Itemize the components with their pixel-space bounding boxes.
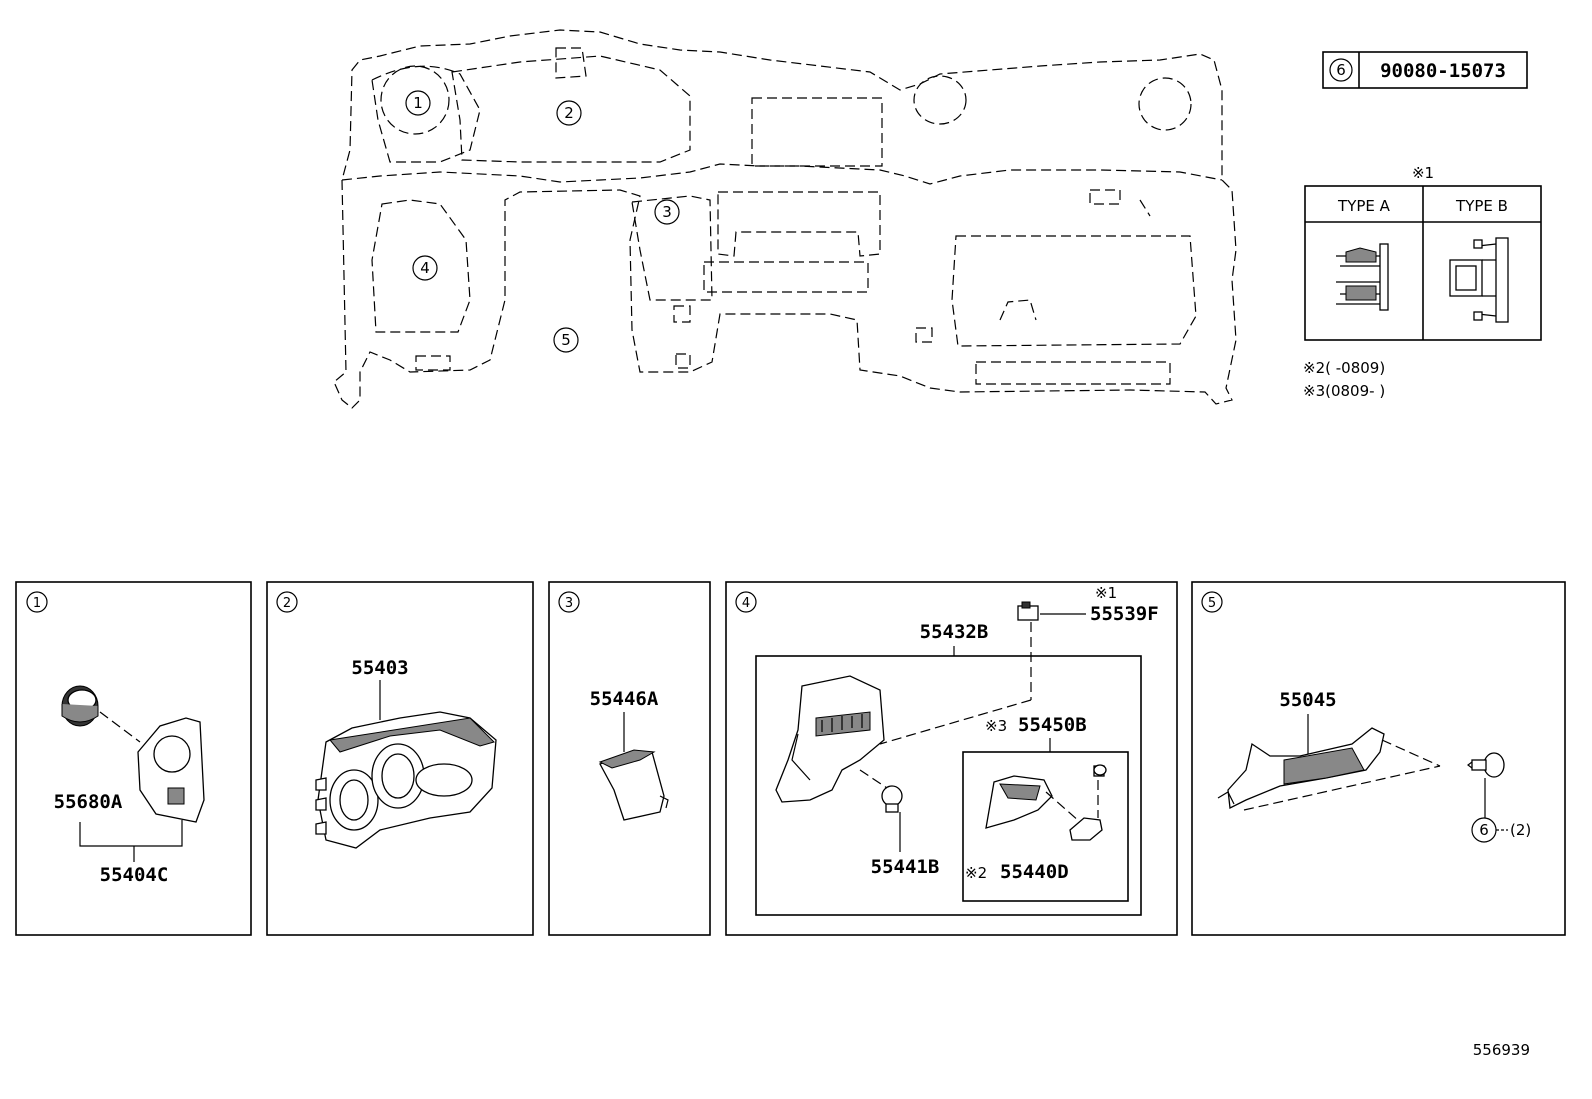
screw-ref-callout: 6 — [1479, 821, 1489, 839]
part-55432b-label: 55432B — [920, 621, 989, 643]
vent-bezel-drawing — [61, 685, 99, 727]
panel-4: 4 ※1 55539F 55432B 55441B ※3 — [725, 581, 1178, 936]
panel-2: 2 55403 — [266, 581, 534, 936]
part-55450b-label: 55450B — [1018, 714, 1087, 736]
type-a-header: TYPE A — [1337, 197, 1391, 215]
svg-text:4: 4 — [420, 259, 430, 277]
cluster-finish-panel-drawing — [137, 717, 205, 823]
note-2: ※2( -0809) — [1303, 359, 1385, 377]
part-55539f-label: 55539F — [1090, 603, 1159, 625]
part-55404c-label: 55404C — [100, 864, 169, 886]
dashboard-overview — [333, 29, 1237, 409]
overview-callout-2: 2 — [556, 100, 582, 126]
note-3: ※3(0809- ) — [1303, 382, 1385, 400]
part-55450b-note: ※3 — [985, 717, 1007, 735]
cluster-hood-drawing — [315, 711, 497, 849]
screw-quantity: (2) — [1510, 821, 1531, 839]
type-table-note: ※1 — [1412, 164, 1434, 182]
panel-5-callout: 5 — [1208, 596, 1216, 611]
svg-text:3: 3 — [662, 203, 672, 221]
panel-1-callout: 1 — [33, 596, 41, 611]
overview-callout-4: 4 — [412, 255, 438, 281]
type-b-clip-drawing — [1449, 237, 1509, 323]
clip-55440d-drawing — [1069, 764, 1107, 841]
panel-4-callout: 4 — [742, 596, 750, 611]
bolt-reference-box: 6 90080-15073 — [1322, 51, 1528, 89]
part-55441b-label: 55441B — [871, 856, 940, 878]
overview-callout-1: 1 — [405, 90, 431, 116]
lower-panel-drawing — [775, 675, 885, 803]
overview-callout-5: 5 — [553, 327, 579, 353]
clip-55539f-drawing — [1017, 601, 1039, 621]
part-55440d-label: 55440D — [1000, 861, 1069, 883]
panel-2-callout: 2 — [283, 596, 291, 611]
panel-1: 1 55680A 55404C — [15, 581, 252, 936]
part-55440d-note: ※2 — [965, 864, 987, 882]
svg-text:5: 5 — [561, 331, 571, 349]
panel-3: 3 55446A — [548, 581, 711, 936]
part-55680a-label: 55680A — [54, 791, 123, 813]
type-b-header: TYPE B — [1455, 197, 1508, 215]
bolt-reference-circle: 6 — [1336, 61, 1346, 79]
part-55446a-label: 55446A — [590, 688, 659, 710]
bolt-reference-part-number: 90080-15073 — [1380, 60, 1506, 82]
bracket-55450b-drawing — [985, 775, 1053, 829]
panel-5: 5 55045 6 (2) — [1191, 581, 1566, 936]
part-55045-label: 55045 — [1279, 689, 1336, 711]
lower-cover-55045-drawing — [1217, 727, 1385, 809]
type-a-clip-drawing — [1336, 243, 1389, 311]
overview-callout-3: 3 — [654, 199, 680, 225]
drawing-id: 556939 — [1473, 1041, 1530, 1059]
panel-3-callout: 3 — [565, 596, 573, 611]
plug-55441b-drawing — [881, 785, 903, 813]
svg-text:1: 1 — [413, 94, 423, 112]
panel-cover-drawing — [598, 749, 669, 821]
part-55539f-note: ※1 — [1095, 584, 1117, 602]
svg-text:2: 2 — [564, 104, 574, 122]
part-55403-label: 55403 — [351, 657, 408, 679]
type-table: ※1 TYPE A TYPE B — [1304, 164, 1542, 341]
screw-drawing — [1467, 752, 1505, 778]
